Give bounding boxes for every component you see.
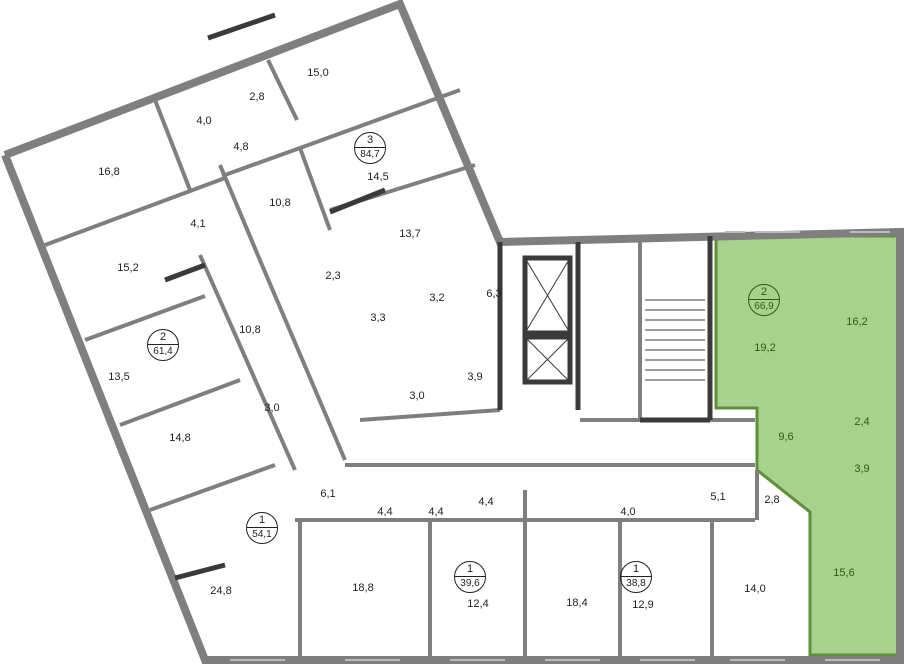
room-area: 4,4 [428,506,444,518]
elevator-shaft [522,334,573,385]
room-area: 16,8 [98,166,120,178]
apartment-area: 61,4 [153,346,173,357]
room-area: 10,8 [239,324,261,336]
room-area: 6,1 [320,488,336,500]
room-area: 4,1 [190,218,206,230]
apartment-area: 66,9 [754,301,774,312]
elevator-shaft [522,255,573,336]
room-area: 4,8 [233,141,249,153]
apartment-rooms: 2 [148,330,178,345]
room-area: 4,4 [478,496,494,508]
windows [230,231,890,661]
apartment-area: 38,8 [626,578,646,589]
room-area: 3,2 [429,292,445,304]
room-area: 15,2 [117,262,139,274]
room-area: 15,0 [307,67,329,79]
room-area: 4,4 [377,506,393,518]
highlighted-room-area: 19,2 [754,342,776,354]
room-area: 3,0 [264,402,280,414]
room-area: 4,0 [620,506,636,518]
room-area: 13,7 [399,228,421,240]
room-area: 4,0 [196,115,212,127]
apartment-rooms: 2 [749,285,779,300]
room-area: 14,5 [367,171,389,183]
room-area: 14,0 [744,583,766,595]
apartment-area: 54,1 [252,529,272,540]
room-area: 10,8 [269,197,291,209]
apartment-area: 84,7 [360,149,380,160]
room-area: 12,4 [467,598,489,610]
room-area: 18,8 [352,582,374,594]
highlighted-room-area: 3,9 [854,463,870,475]
apartment-rooms: 1 [247,513,277,528]
room-area: 2,8 [249,91,265,103]
room-area: 24,8 [210,585,232,597]
room-area: 6,3 [486,288,502,300]
room-area: 14,8 [169,432,191,444]
apartment-area: 39,6 [460,578,480,589]
highlighted-room-area: 9,6 [778,431,794,443]
room-area: 2,8 [764,494,780,506]
highlighted-room-area: 15,6 [833,567,855,579]
room-area: 5,1 [710,491,726,503]
highlighted-room-area: 16,2 [846,316,868,328]
room-area: 18,4 [566,597,588,609]
room-area: 2,3 [325,270,341,282]
staircase [524,257,705,383]
apartment-rooms: 3 [355,133,385,148]
apartment-rooms: 1 [621,562,651,577]
room-area: 3,0 [409,390,425,402]
room-area: 12,9 [632,599,654,611]
room-area: 13,5 [108,371,130,383]
apartment-rooms: 1 [455,562,485,577]
highlighted-room-area: 2,4 [854,416,870,428]
room-area: 3,9 [467,371,483,383]
room-area: 3,3 [370,312,386,324]
